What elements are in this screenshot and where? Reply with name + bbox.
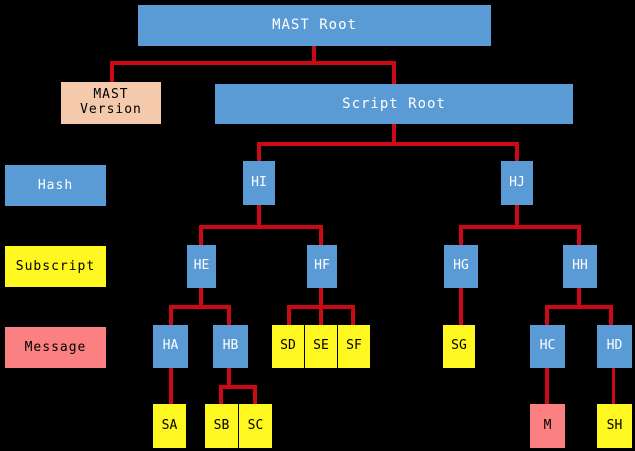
node-hb: HB	[213, 325, 248, 368]
edge-hb-stem	[227, 368, 231, 385]
edge-to-hc	[545, 305, 549, 325]
node-sd: SD	[272, 325, 304, 368]
edge-hb-bus	[219, 385, 257, 389]
node-hd: HD	[597, 325, 632, 368]
edge-hi-stem	[257, 205, 261, 225]
edge-hf-stem	[319, 288, 323, 305]
edge-to-sg	[459, 288, 463, 325]
node-sa: SA	[153, 404, 186, 448]
edge-mast-root-bus	[110, 61, 316, 65]
node-hc: HC	[530, 325, 565, 368]
edge-mast-root-bus-right	[312, 61, 396, 65]
legend-label-message: Message	[24, 340, 87, 355]
legend-item-subscript: Subscript	[5, 246, 106, 287]
node-mast-root: MAST Root	[138, 5, 491, 46]
edge-to-m	[545, 368, 549, 404]
edge-to-he	[199, 225, 203, 245]
edge-he-bus	[169, 305, 231, 309]
node-m: M	[530, 404, 565, 448]
edge-to-script-root	[392, 61, 396, 84]
edge-to-sa	[169, 368, 173, 404]
node-hi: HI	[243, 161, 275, 205]
edge-hj-stem	[515, 205, 519, 225]
edge-to-sh	[612, 368, 615, 404]
edge-script-root-stem	[392, 124, 396, 142]
edge-to-ha	[169, 305, 173, 325]
edge-to-hf	[319, 225, 323, 245]
node-sh: SH	[597, 404, 632, 448]
edge-to-mast-version	[110, 61, 114, 82]
node-se: SE	[305, 325, 337, 368]
edge-mast-root-stem	[312, 45, 316, 65]
node-script-root: Script Root	[215, 84, 573, 124]
legend-item-message: Message	[5, 327, 106, 368]
edge-to-hh	[577, 225, 581, 245]
node-hj: HJ	[501, 161, 533, 205]
legend-item-hash: Hash	[5, 165, 106, 206]
node-he: HE	[187, 245, 216, 288]
edge-to-hg	[459, 225, 463, 245]
node-ha: HA	[153, 325, 188, 368]
edge-to-hi	[257, 142, 261, 161]
edge-to-sd	[287, 305, 291, 325]
edge-to-sc	[253, 385, 257, 404]
edge-to-sf	[351, 305, 355, 325]
legend-label-subscript: Subscript	[15, 259, 96, 274]
node-mast-version: MAST Version	[61, 82, 161, 124]
edge-to-hb	[227, 305, 231, 325]
edge-to-se	[319, 305, 323, 325]
node-sc: SC	[239, 404, 272, 448]
edge-to-hj	[515, 142, 519, 161]
node-sb: SB	[205, 404, 238, 448]
node-hh: HH	[563, 245, 597, 288]
edge-script-root-bus	[257, 142, 519, 146]
node-sg: SG	[443, 325, 475, 368]
edge-he-stem	[199, 288, 203, 305]
node-hf: HF	[307, 245, 337, 288]
legend-label-hash: Hash	[37, 178, 74, 193]
edge-hi-bus	[199, 225, 323, 229]
node-sf: SF	[338, 325, 370, 368]
edge-to-sb	[219, 385, 223, 404]
node-hg: HG	[444, 245, 478, 288]
edge-hh-bus	[545, 305, 613, 309]
edge-to-hd	[609, 305, 613, 325]
edge-hh-stem	[577, 288, 581, 305]
edge-hj-bus	[459, 225, 581, 229]
